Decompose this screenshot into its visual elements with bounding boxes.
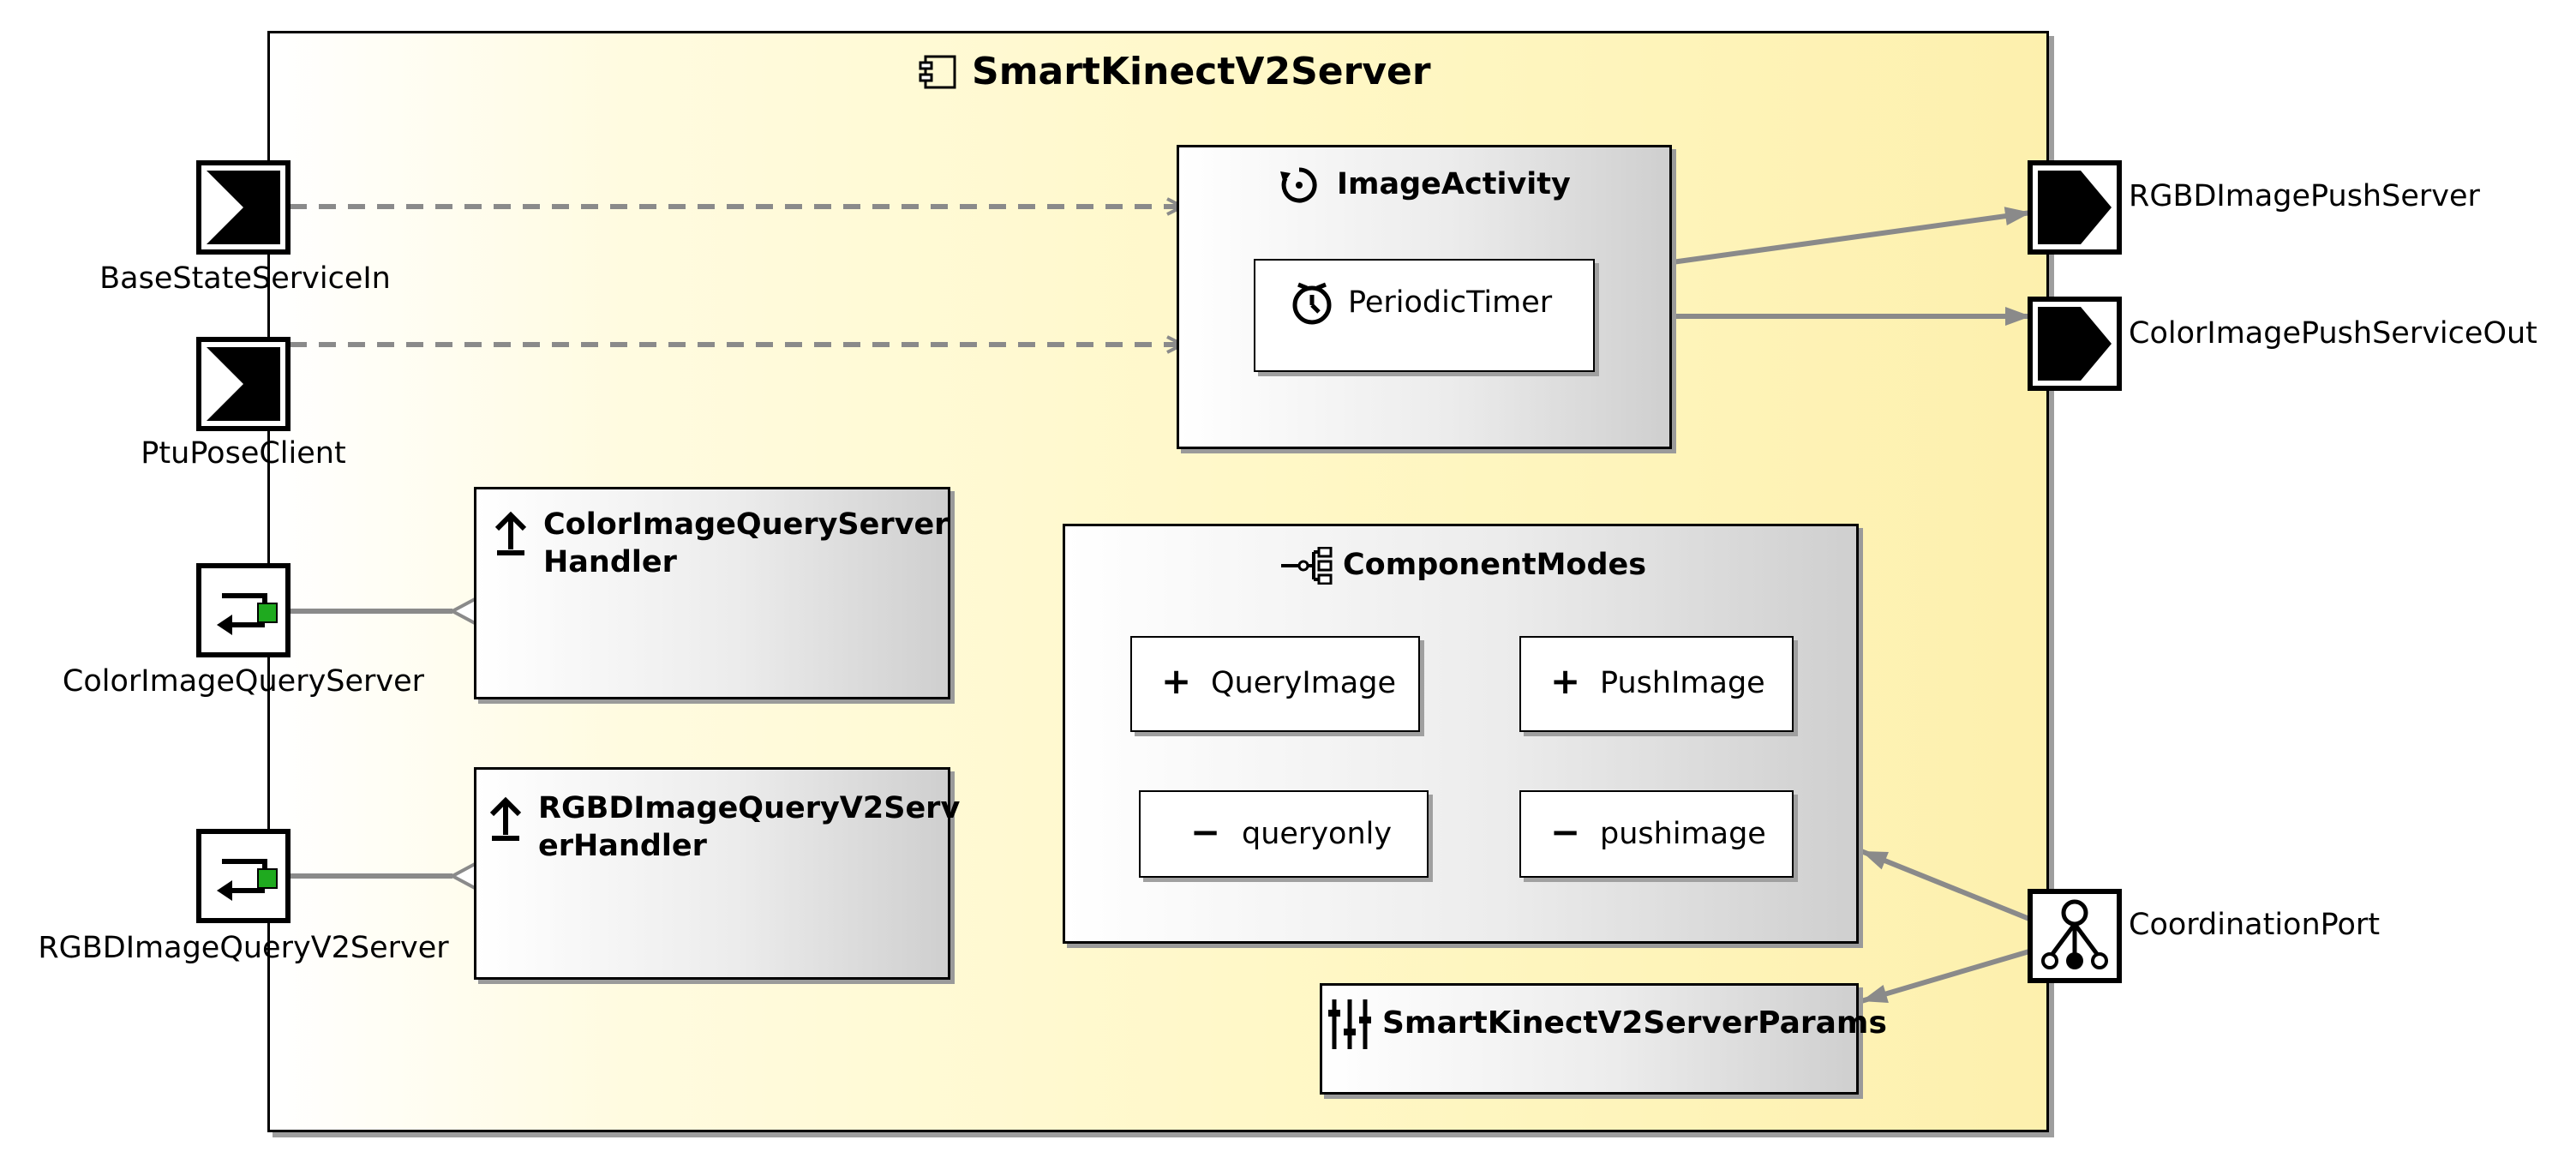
- mode-plus-glyph: +: [1550, 660, 1581, 702]
- rgbd-query-handler-box[interactable]: RGBDImageQueryV2Serv erHandler: [474, 767, 960, 980]
- port-label-ptupose: PtuPoseClient: [141, 436, 346, 471]
- parameters-sliders-icon: [1328, 999, 1371, 1049]
- connector-rgbd-push: [1671, 207, 2032, 265]
- rgbd-query-handler-title-1: RGBDImageQueryV2Serv: [538, 791, 961, 825]
- port-label-rgbd-query: RGBDImageQueryV2Server: [38, 931, 449, 965]
- component-title: SmartKinectV2Server: [972, 50, 1431, 93]
- state-machine-icon: [1281, 547, 1333, 585]
- component-modes-box[interactable]: ComponentModes + QueryImage + PushImage …: [1063, 524, 1859, 944]
- mode-plus-glyph: +: [1161, 660, 1192, 702]
- query-server-icon[interactable]: [196, 829, 291, 923]
- mode-queryonly-label: queryonly: [1242, 817, 1393, 851]
- output-port-icon[interactable]: [2028, 297, 2122, 391]
- port-label-rgbd-push: RGBDImagePushServer: [2129, 179, 2480, 213]
- port-label-color-query: ColorImageQueryServer: [62, 664, 425, 699]
- connector-color-query-head: [448, 595, 478, 627]
- mode-pushimage-child-label: pushimage: [1600, 817, 1766, 851]
- connector-coord-modes: [1860, 849, 2031, 921]
- connector-coord-params: [1860, 949, 2030, 1004]
- color-query-handler-box[interactable]: ColorImageQueryServer Handler: [474, 487, 950, 699]
- periodic-timer-label: PeriodicTimer: [1348, 285, 1553, 320]
- component-modes-title: ComponentModes: [1343, 548, 1647, 582]
- parameters-box[interactable]: SmartKinectV2ServerParams: [1320, 983, 1887, 1095]
- mode-queryimage-label: QueryImage: [1211, 666, 1396, 700]
- component-icon: [919, 55, 956, 89]
- port-label-coordination: CoordinationPort: [2129, 908, 2381, 942]
- timer-icon: [1292, 282, 1332, 325]
- connector-rgbd-query-head: [448, 860, 478, 892]
- image-activity-box[interactable]: ImageActivity PeriodicTimer: [1177, 145, 1672, 449]
- rgbd-query-handler-title-2: erHandler: [538, 829, 707, 863]
- output-port-icon[interactable]: [2028, 160, 2122, 255]
- mode-minus-glyph: −: [1190, 811, 1221, 853]
- mode-pushimage-child[interactable]: − pushimage: [1519, 790, 1794, 878]
- image-activity-title: ImageActivity: [1337, 167, 1571, 201]
- mode-queryimage[interactable]: + QueryImage: [1130, 636, 1420, 732]
- upload-arrow-icon: [489, 796, 522, 841]
- port-label-color-push: ColorImagePushServiceOut: [2129, 316, 2537, 351]
- mode-minus-glyph: −: [1550, 811, 1581, 853]
- query-server-icon[interactable]: [196, 563, 291, 657]
- periodic-timer-box[interactable]: PeriodicTimer: [1254, 259, 1595, 372]
- upload-arrow-icon: [494, 511, 527, 555]
- color-query-handler-title-2: Handler: [543, 545, 677, 579]
- coordination-port-icon[interactable]: [2028, 889, 2122, 983]
- color-query-handler-title-1: ColorImageQueryServer: [543, 507, 950, 542]
- mode-pushimage-label: PushImage: [1600, 666, 1765, 700]
- mode-queryonly[interactable]: − queryonly: [1139, 790, 1429, 878]
- mode-pushimage[interactable]: + PushImage: [1519, 636, 1794, 732]
- input-port-icon[interactable]: [196, 160, 291, 255]
- activity-icon: [1280, 167, 1317, 203]
- parameters-title: SmartKinectV2ServerParams: [1382, 1005, 1887, 1041]
- input-port-icon[interactable]: [196, 337, 291, 431]
- port-label-basestate: BaseStateServiceIn: [99, 261, 391, 296]
